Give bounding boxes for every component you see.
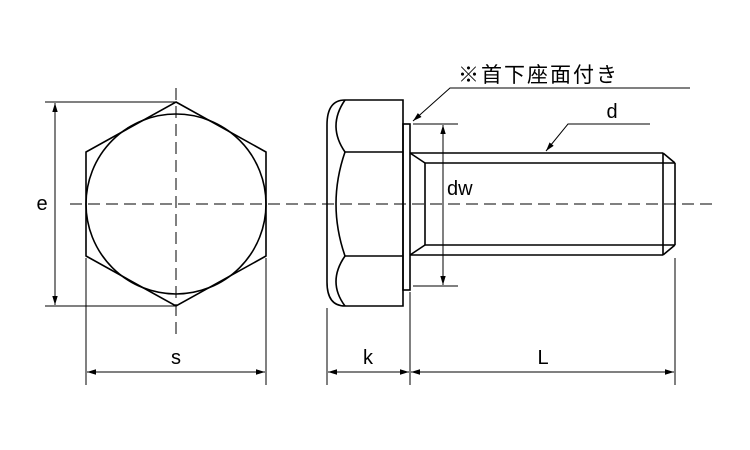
dimension-L: L: [411, 258, 676, 385]
dimension-e: e: [36, 101, 176, 307]
bearing-face-washer: [402, 123, 411, 291]
dimension-dw: dw: [413, 123, 473, 287]
label-d: d: [606, 101, 617, 123]
label-L: L: [537, 347, 548, 369]
label-k: k: [363, 347, 374, 369]
dimension-s: s: [85, 258, 267, 385]
dimension-k: k: [326, 292, 411, 385]
dimension-d: d: [545, 101, 650, 152]
label-dw: dw: [447, 178, 473, 200]
bolt-shank: [409, 152, 676, 256]
label-e: e: [36, 193, 47, 215]
bearing-face-note: ※首下座面付き: [412, 64, 690, 122]
label-bearing-face-note: ※首下座面付き: [458, 64, 619, 87]
label-s: s: [171, 347, 181, 369]
hex-head-side-view: [326, 99, 411, 307]
